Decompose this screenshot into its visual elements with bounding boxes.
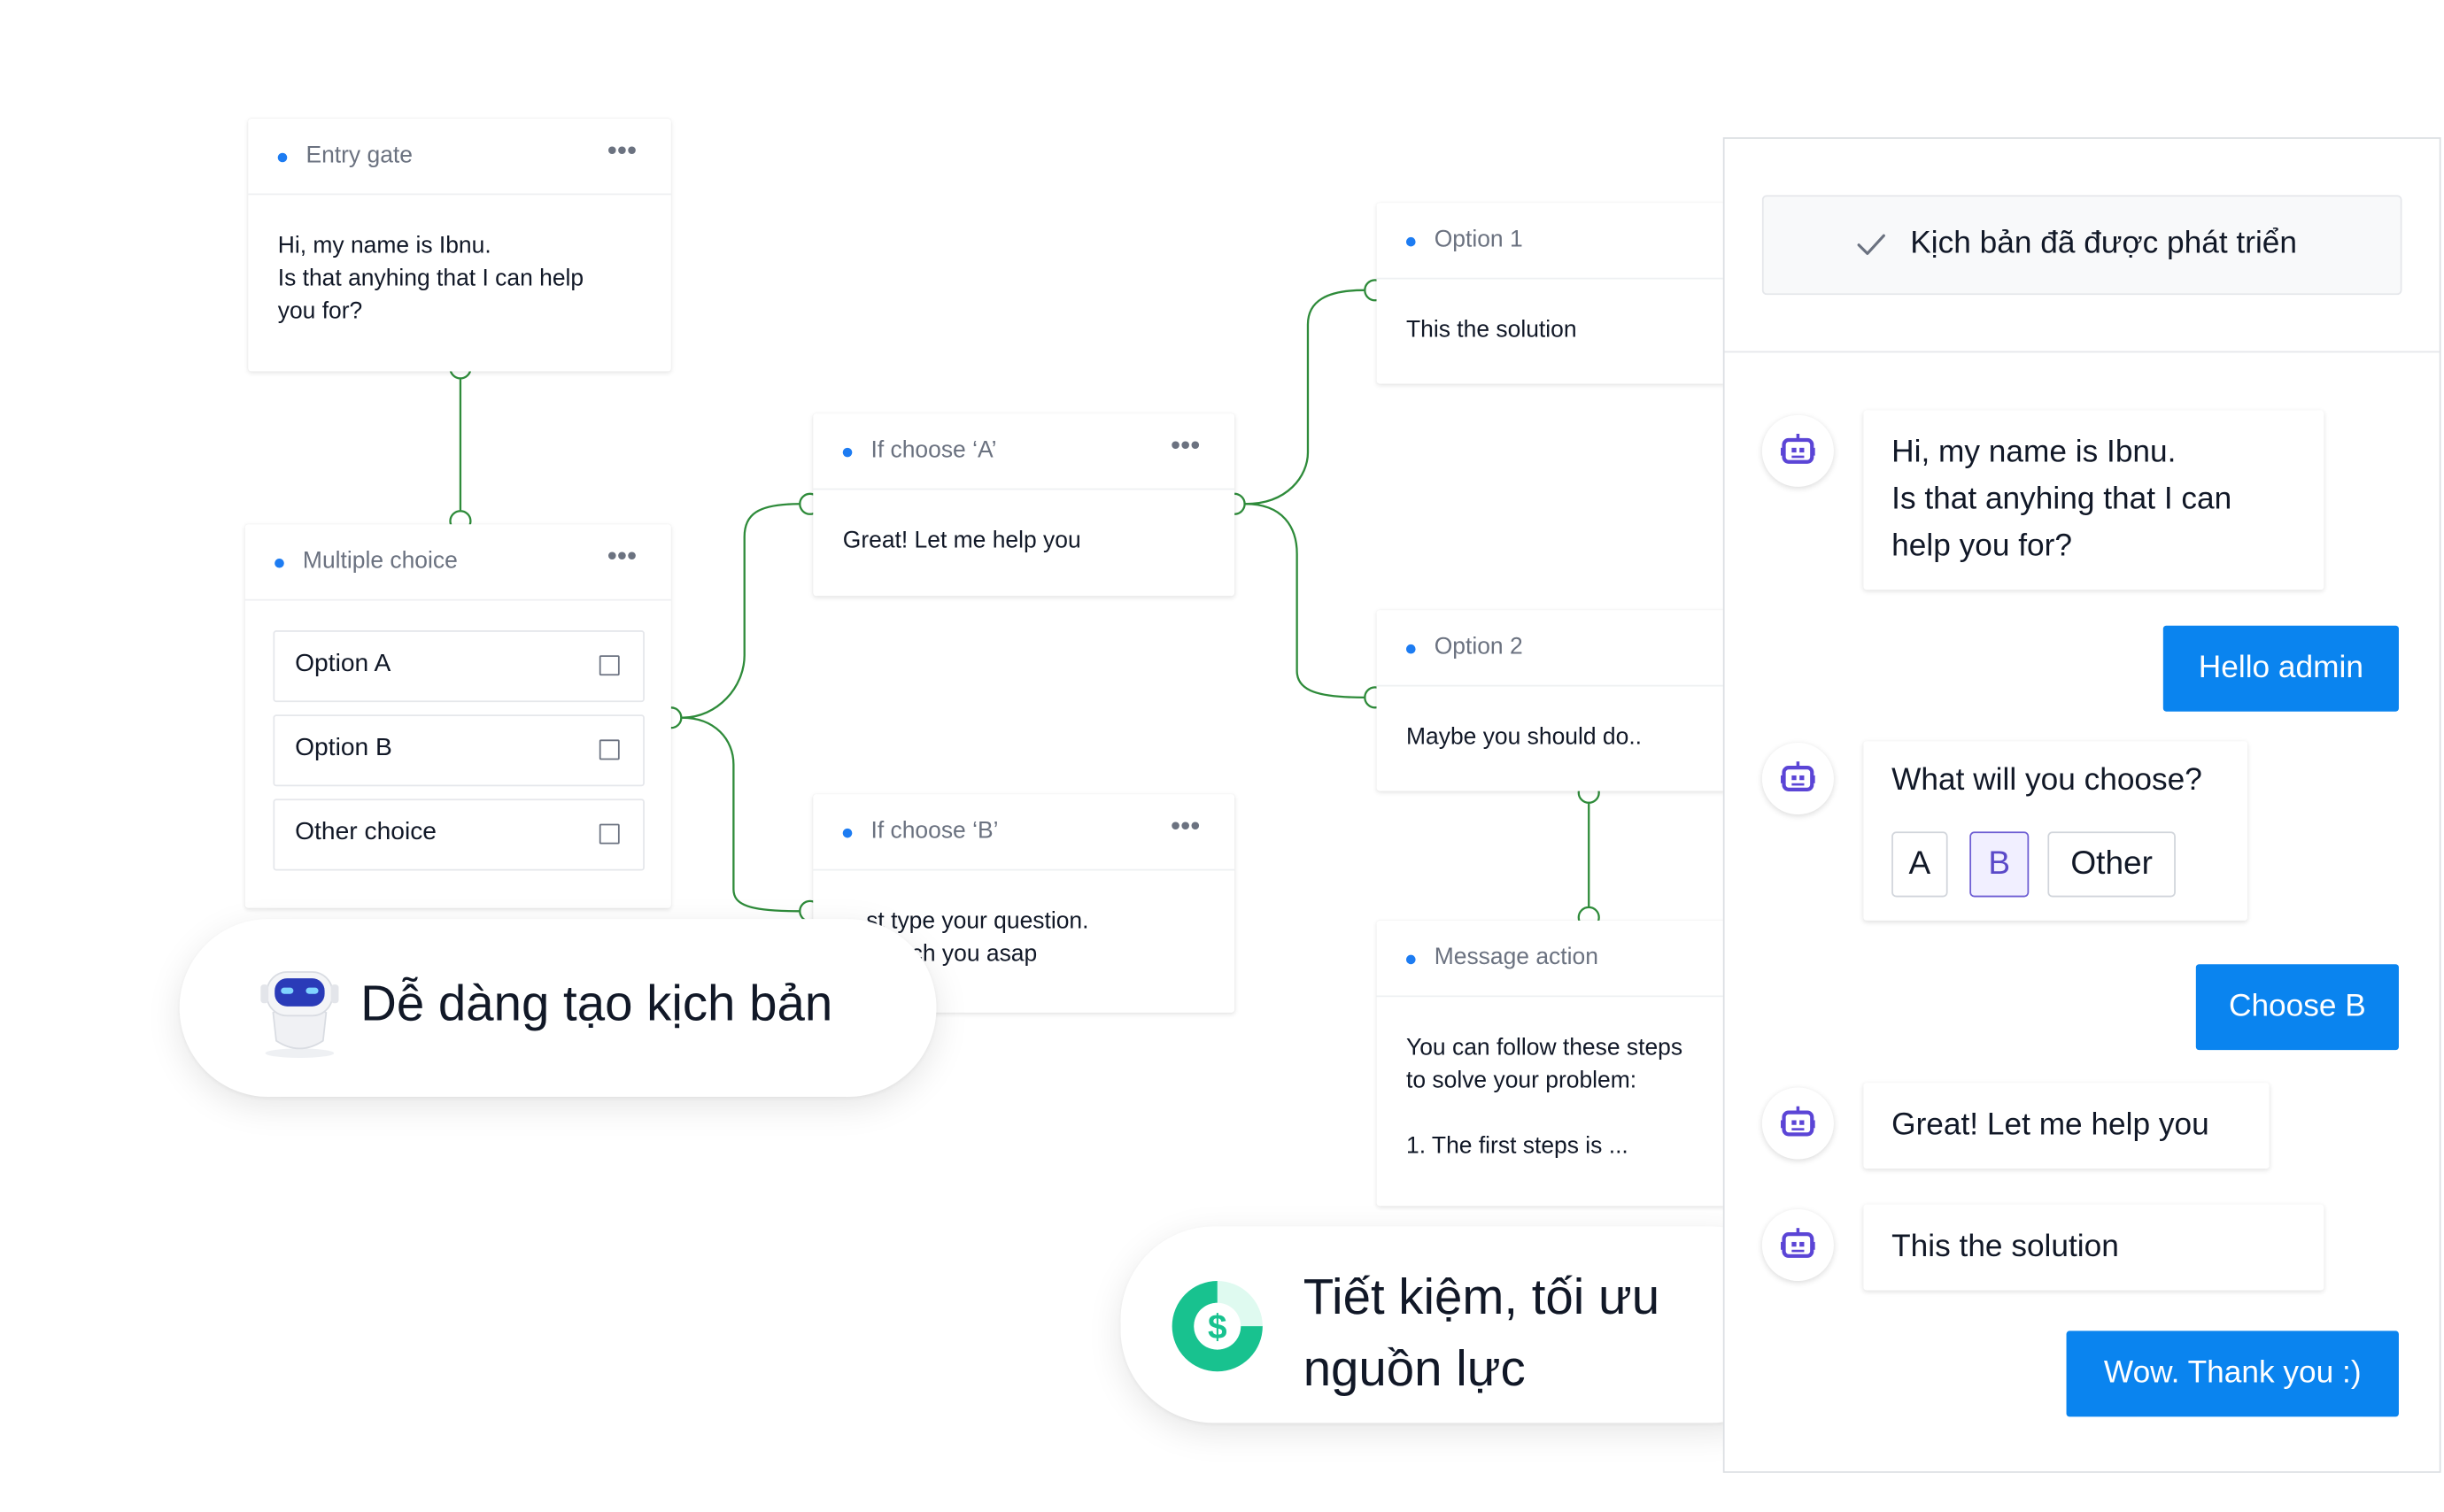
- bot-message: Great! Let me help you: [1863, 1083, 2270, 1169]
- callout-text: Dễ dàng tạo kịch bản: [360, 975, 833, 1032]
- node-dot: [275, 558, 284, 568]
- more-icon[interactable]: •••: [1171, 809, 1201, 841]
- checkbox-icon[interactable]: [599, 655, 620, 676]
- bot-icon: [1781, 433, 1815, 464]
- node-header: Message action: [1376, 921, 1736, 998]
- bot-icon: [1781, 761, 1815, 791]
- option-2-node[interactable]: Option 2 Maybe you should do..: [1376, 610, 1736, 791]
- bot-message: Hi, my name is Ibnu. Is that anyhing tha…: [1863, 410, 2324, 590]
- chat-preview-panel: Kịch bản đã được phát triển Hi, my name …: [1722, 137, 2441, 1473]
- chat-header: Kịch bản đã được phát triển: [1724, 139, 2440, 353]
- if-choose-a-node[interactable]: If choose ‘A’ ••• Great! Let me help you: [813, 413, 1235, 597]
- bot-icon: [1781, 1106, 1815, 1137]
- node-dot: [1406, 954, 1416, 965]
- option-b[interactable]: Option B: [273, 714, 645, 787]
- checkbox-icon[interactable]: [599, 739, 620, 760]
- node-header: If choose ‘A’ •••: [813, 413, 1235, 490]
- callout-easy-scenario: Dễ dàng tạo kịch bản: [179, 919, 937, 1098]
- node-message: Great! Let me help you: [842, 527, 1081, 554]
- message-text: Hi, my name is Ibnu. Is that anyhing tha…: [1891, 435, 2232, 564]
- bot-question-message: What will you choose? A B Other: [1863, 741, 2247, 921]
- option-1-node[interactable]: Option 1 This the solution: [1376, 203, 1736, 384]
- bot-message: This the solution: [1863, 1204, 2324, 1291]
- node-message: You can follow these steps to solve your…: [1406, 1034, 1683, 1160]
- option-label: Other choice: [295, 819, 437, 846]
- bot-icon: [1781, 1228, 1815, 1258]
- node-message: This the solution: [1406, 316, 1577, 343]
- node-dot: [1406, 236, 1416, 247]
- dollar-glyph: $: [1208, 1308, 1227, 1346]
- node-header: Multiple choice •••: [244, 524, 671, 601]
- connector-multiple-a: [682, 503, 800, 719]
- option-label: Option A: [295, 650, 391, 677]
- connector-a-option1: [1245, 289, 1365, 505]
- node-dot: [842, 828, 853, 838]
- node-dot: [277, 152, 288, 163]
- node-header: Option 1: [1376, 203, 1736, 280]
- choice-a-button[interactable]: A: [1891, 831, 1948, 898]
- bot-avatar: [1761, 1208, 1834, 1282]
- choice-b-button[interactable]: B: [1969, 831, 2030, 898]
- bot-avatar: [1761, 1087, 1834, 1160]
- option-label: Option B: [295, 735, 392, 762]
- more-icon[interactable]: •••: [1171, 428, 1201, 460]
- node-header: If choose ‘B’ •••: [813, 794, 1235, 871]
- message-text: Great! Let me help you: [1891, 1107, 2209, 1143]
- node-header: Option 2: [1376, 610, 1736, 687]
- node-header: Entry gate •••: [248, 119, 671, 196]
- more-icon[interactable]: •••: [607, 539, 638, 572]
- robot-mascot-icon: [260, 971, 339, 1058]
- node-title: Option 1: [1434, 226, 1523, 253]
- node-message: Maybe you should do..: [1406, 723, 1643, 751]
- message-action-node[interactable]: Message action You can follow these step…: [1376, 920, 1736, 1207]
- callout-line-2: nguồn lực: [1303, 1339, 1526, 1397]
- node-message: Hi, my name is Ibnu. Is that anyhing tha…: [277, 232, 584, 325]
- more-icon[interactable]: •••: [607, 134, 638, 166]
- connector-multiple-b: [682, 716, 800, 913]
- node-title: Entry gate: [306, 142, 413, 169]
- connector-a-option2: [1245, 503, 1365, 698]
- status-text: Kịch bản đã được phát triển: [1910, 226, 2297, 261]
- message-text: What will you choose?: [1891, 762, 2202, 798]
- callout-line-1: Tiết kiệm, tối ưu: [1303, 1268, 1660, 1325]
- entry-gate-node[interactable]: Entry gate ••• Hi, my name is Ibnu. Is t…: [248, 118, 671, 372]
- bot-avatar: [1761, 742, 1834, 815]
- message-text: This the solution: [1891, 1229, 2119, 1264]
- node-dot: [1406, 644, 1416, 654]
- node-title: Multiple choice: [302, 547, 458, 575]
- choice-other-button[interactable]: Other: [2047, 831, 2176, 898]
- bot-avatar: [1761, 414, 1834, 487]
- node-title: If choose ‘B’: [870, 817, 999, 845]
- node-dot: [842, 447, 853, 458]
- node-title: Option 2: [1434, 633, 1523, 660]
- checkbox-icon[interactable]: [599, 823, 620, 845]
- option-a[interactable]: Option A: [273, 630, 645, 703]
- callout-save-resources: $ Tiết kiệm, tối ưu nguồn lực: [1120, 1226, 1805, 1423]
- multiple-choice-node[interactable]: Multiple choice ••• Option A Option B Ot…: [244, 524, 671, 908]
- dollar-coin-icon: $: [1172, 1281, 1263, 1372]
- check-icon: [1857, 234, 1885, 255]
- node-title: Message action: [1434, 944, 1598, 971]
- user-message: Wow. Thank you :): [2066, 1331, 2399, 1417]
- option-other[interactable]: Other choice: [273, 798, 645, 871]
- node-title: If choose ‘A’: [870, 436, 997, 464]
- user-message: Choose B: [2195, 964, 2399, 1051]
- callout-text: Tiết kiệm, tối ưu nguồn lực: [1303, 1261, 1659, 1404]
- status-banner: Kịch bản đã được phát triển: [1761, 195, 2402, 296]
- user-message: Hello admin: [2162, 625, 2399, 712]
